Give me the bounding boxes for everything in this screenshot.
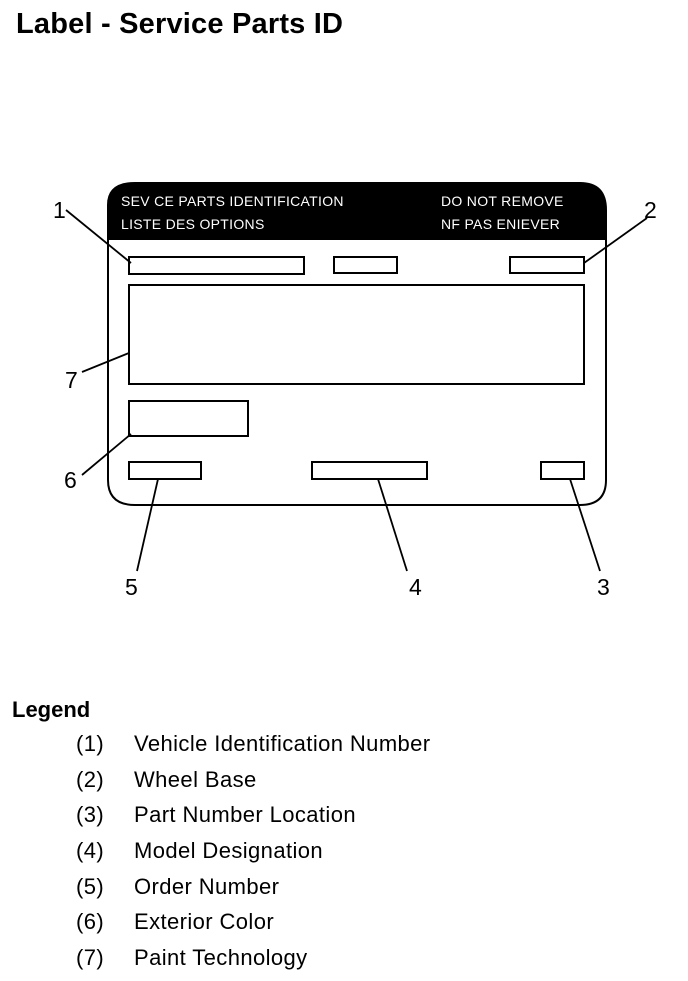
legend-item: (1) Vehicle Identification Number bbox=[76, 731, 431, 767]
legend-item: (3) Part Number Location bbox=[76, 802, 431, 838]
label-diagram: SEV CE PARTS IDENTIFICATION LISTE DES OP… bbox=[53, 182, 657, 600]
label-header-band bbox=[108, 183, 606, 240]
callout-6: 6 bbox=[64, 467, 77, 493]
legend-item-text: Exterior Color bbox=[134, 909, 275, 935]
legend-item-text: Wheel Base bbox=[134, 766, 257, 792]
callout-7: 7 bbox=[65, 367, 78, 393]
legend-title: Legend bbox=[12, 697, 91, 722]
header-left-line2: LISTE DES OPTIONS bbox=[121, 216, 265, 232]
legend-item-text: Vehicle Identification Number bbox=[134, 731, 431, 756]
field-wheel-base bbox=[509, 256, 585, 274]
legend-list: (1) Vehicle Identification Number (2) Whee… bbox=[76, 731, 431, 981]
field-center-small bbox=[333, 256, 398, 274]
callout-1: 1 bbox=[53, 197, 66, 223]
leader-line-4 bbox=[377, 478, 408, 572]
field-part-number-location bbox=[540, 461, 585, 480]
leader-line-5 bbox=[136, 478, 159, 572]
callout-3: 3 bbox=[597, 574, 610, 600]
header-right-line2: NF PAS ENIEVER bbox=[441, 216, 560, 232]
legend-item-number: (4) bbox=[76, 838, 105, 864]
callout-2: 2 bbox=[644, 197, 657, 223]
page-title: Label - Service Parts ID bbox=[16, 8, 344, 40]
field-order-number bbox=[128, 461, 202, 480]
legend-item-number: (5) bbox=[76, 873, 105, 899]
legend-item-number: (7) bbox=[76, 945, 105, 971]
callout-5: 5 bbox=[125, 574, 138, 600]
legend-item-text: Part Number Location bbox=[134, 802, 356, 828]
leader-line-1 bbox=[65, 209, 132, 264]
legend-item-number: (6) bbox=[76, 909, 105, 935]
header-left-line1: SEV CE PARTS IDENTIFICATION bbox=[121, 193, 344, 209]
legend-item: (5) Order Number bbox=[76, 874, 431, 910]
legend-item: (7) Paint Technology bbox=[76, 945, 431, 981]
leader-line-2 bbox=[583, 217, 648, 264]
legend-item-text: Paint Technology bbox=[134, 945, 308, 971]
field-exterior-color bbox=[128, 400, 249, 437]
legend-item-text: Model Designation bbox=[134, 838, 324, 864]
legend-item-number: (2) bbox=[76, 766, 105, 792]
leader-line-3 bbox=[569, 478, 601, 572]
field-model-designation bbox=[311, 461, 428, 480]
legend-item: (4) Model Designation bbox=[76, 838, 431, 874]
legend-item: (2) Wheel Base bbox=[76, 767, 431, 803]
leader-line-7 bbox=[81, 352, 130, 373]
field-vin bbox=[128, 256, 305, 275]
header-right-line1: DO NOT REMOVE bbox=[441, 193, 564, 209]
legend-item-number: (1) bbox=[76, 731, 105, 756]
legend-item-text: Order Number bbox=[134, 873, 280, 899]
callout-4: 4 bbox=[409, 574, 422, 600]
legend-item-number: (3) bbox=[76, 802, 105, 828]
leader-line-6 bbox=[81, 433, 132, 476]
legend-item: (6) Exterior Color bbox=[76, 909, 431, 945]
field-paint-technology bbox=[128, 284, 585, 385]
